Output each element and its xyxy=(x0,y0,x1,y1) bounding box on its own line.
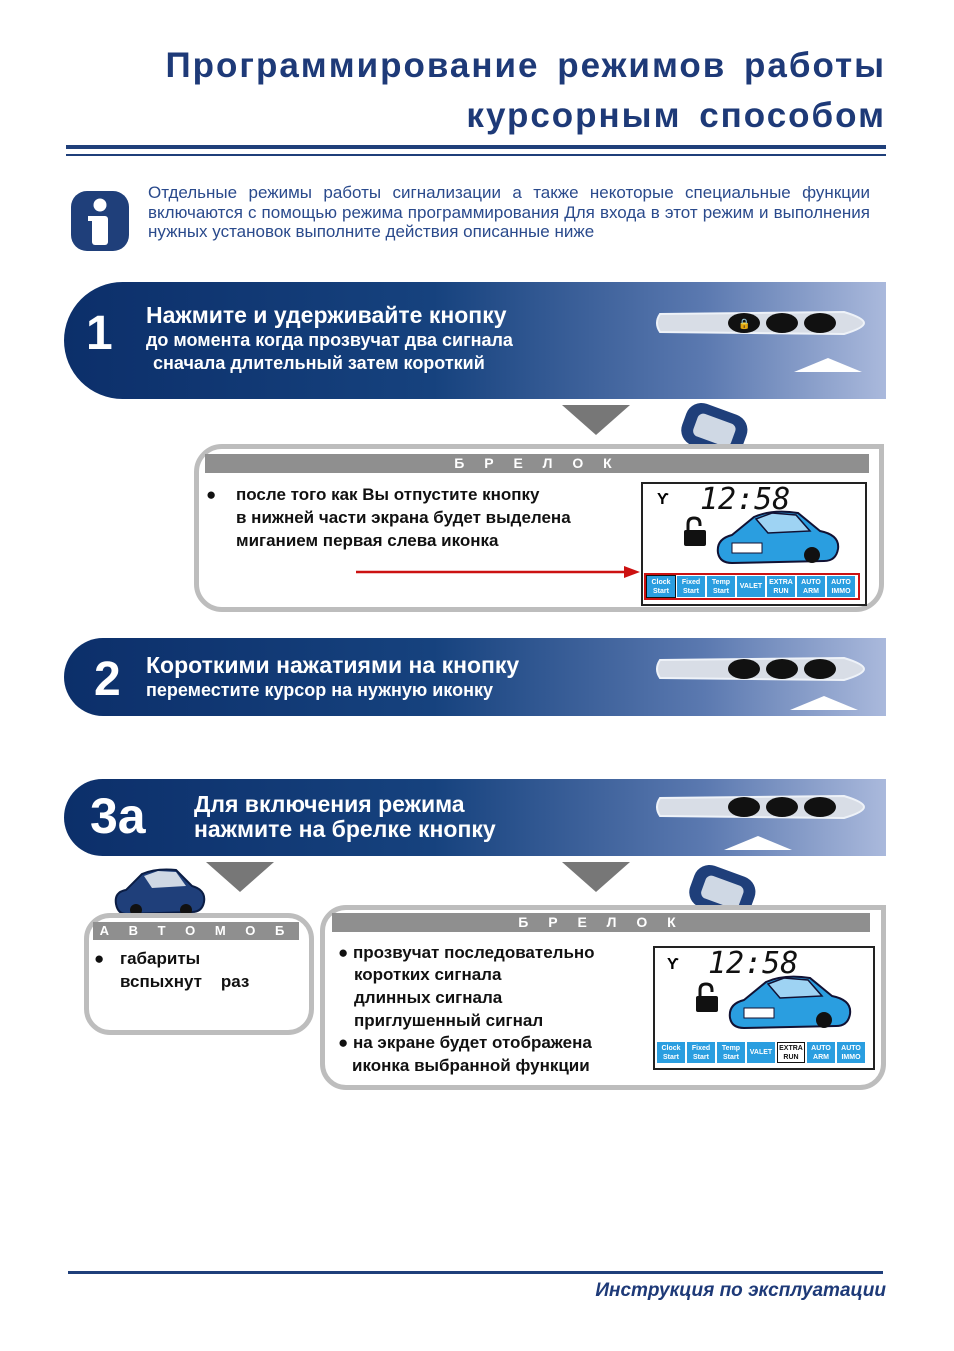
lcd-icon-clock-start: Clock Start xyxy=(657,1042,685,1063)
lcd-icon-auto-immo: AUTO IMMO xyxy=(827,576,855,597)
button-pointer-icon xyxy=(794,358,862,372)
down-arrow-icon xyxy=(562,405,630,435)
step1-number: 1 xyxy=(86,307,113,360)
car-panel-line1: габариты xyxy=(120,949,201,968)
antenna-icon: Ƴ xyxy=(667,956,680,973)
title-rule-thick xyxy=(66,145,886,149)
panel3-line1: ● прозвучат последовательно xyxy=(338,943,595,962)
step2-title: Короткими нажатиями на кнопку xyxy=(146,652,520,678)
lcd-icon-clock-start: Clock Start xyxy=(646,575,676,598)
step1-title: Нажмите и удерживайте кнопку xyxy=(146,302,507,328)
step1-banner xyxy=(64,282,886,399)
panel3-line6: иконка выбранной функции xyxy=(352,1056,590,1075)
panel3-line5: ● на экране будет отображена xyxy=(338,1033,592,1052)
panel1-bullet: ● xyxy=(206,485,217,504)
step3-number: 3а xyxy=(90,788,146,844)
car-panel-line2: вспыхнут раз xyxy=(120,972,250,991)
lock-icon xyxy=(692,982,726,1019)
antenna-icon: Ƴ xyxy=(657,491,670,508)
down-arrow-icon xyxy=(206,862,274,892)
page-title-line1: Программирование режимов работы xyxy=(165,46,886,85)
svg-text:🔒: 🔒 xyxy=(738,318,750,330)
lcd-icon-temp-start: Temp Start xyxy=(707,576,735,597)
lcd-icon-extra-run: EXTRA RUN xyxy=(767,576,795,597)
lcd-icon-extra-run: EXTRA RUN xyxy=(777,1042,805,1063)
lcd-icon-temp-start: Temp Start xyxy=(717,1042,745,1063)
lock-icon xyxy=(680,516,714,553)
red-arrow-icon xyxy=(356,565,640,583)
title-rule-thin xyxy=(66,154,886,156)
panel3-line4: приглушенный сигнал xyxy=(354,1011,544,1030)
lcd-icon-fixed-start: Fixed Start xyxy=(687,1042,715,1063)
page-title-line2: курсорным способом xyxy=(466,96,886,135)
lcd-icon-valet: VALET xyxy=(747,1042,775,1063)
step3-title: Для включения режима xyxy=(194,791,465,817)
panel1-line2: в нижней части экрана будет выделена xyxy=(236,508,571,527)
car-icon xyxy=(712,505,844,576)
step2-line2: переместите курсор на нужную иконку xyxy=(146,680,493,700)
lcd-icon-fixed-start: Fixed Start xyxy=(677,576,705,597)
panel3-line3: длинных сигнала xyxy=(354,988,503,1007)
panel3-line2: коротких сигнала xyxy=(354,965,502,984)
down-arrow-icon xyxy=(562,862,630,892)
keyfob-panel-header: Б Р Е Л О К xyxy=(332,913,870,932)
lcd-time: 12:58 xyxy=(708,946,799,981)
step2-number: 2 xyxy=(94,653,121,706)
step3-line2: нажмите на брелке кнопку xyxy=(194,816,496,842)
step1-line2: до момента когда прозвучат два сигнала xyxy=(146,330,513,350)
remote-buttons-icon xyxy=(654,650,866,693)
footer-text: Инструкция по эксплуатации xyxy=(595,1280,886,1301)
remote-buttons-icon xyxy=(654,788,866,831)
panel1-line3: миганием первая слева иконка xyxy=(236,531,499,550)
lcd-icon-auto-arm: AUTO ARM xyxy=(797,576,825,597)
step1-line3: сначала длительный затем короткий xyxy=(153,353,485,373)
panel1-line1: после того как Вы отпустите кнопку xyxy=(236,485,540,504)
button-pointer-icon xyxy=(724,836,792,850)
lcd-icon-auto-arm: AUTO ARM xyxy=(807,1042,835,1063)
intro-text: Отдельные режимы работы сигнализации а т… xyxy=(148,183,870,241)
remote-buttons-icon: 🔒 xyxy=(654,304,866,347)
car-icon xyxy=(724,970,856,1041)
button-pointer-icon xyxy=(790,696,858,710)
keyfob-icon xyxy=(668,400,760,467)
lcd-icon-auto-immo: AUTO IMMO xyxy=(837,1042,865,1063)
keyfob-panel-header: Б Р Е Л О К xyxy=(205,454,869,473)
lcd-icon-strip xyxy=(644,573,860,600)
info-icon xyxy=(70,190,130,252)
footer-rule xyxy=(68,1271,883,1274)
car-panel-bullet: ● xyxy=(94,949,105,968)
car-panel-header: А В Т О М О Б И Л Ь xyxy=(93,922,299,956)
lcd-icon-valet: VALET xyxy=(737,576,765,597)
